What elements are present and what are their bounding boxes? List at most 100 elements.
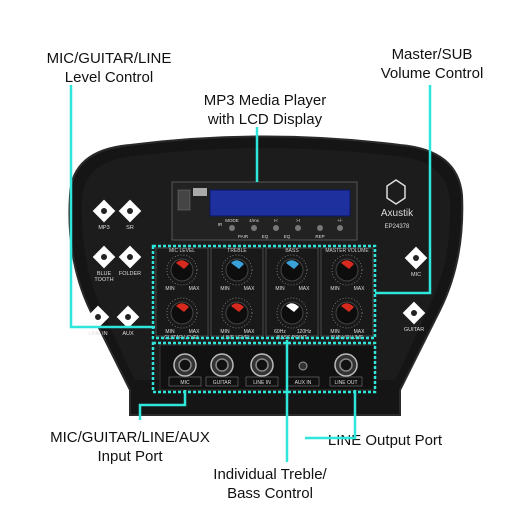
usb-port bbox=[193, 188, 207, 196]
knob-min-label: MIN bbox=[165, 329, 175, 335]
panel-button[interactable] bbox=[118, 245, 142, 269]
callout-eq-control-line1: Individual Treble/ bbox=[213, 466, 327, 483]
knob[interactable] bbox=[225, 301, 249, 325]
callout-level-control: MIC/GUITAR/LINE Level Control bbox=[24, 49, 194, 87]
jack-label-box bbox=[329, 376, 363, 387]
callout-output-port-line1: LINE Output Port bbox=[327, 432, 443, 449]
jack-hole bbox=[215, 358, 229, 372]
knob-group-top-label: MIC LEVEL bbox=[169, 248, 195, 254]
line-in-icon bbox=[95, 314, 101, 320]
knob[interactable] bbox=[280, 258, 304, 282]
knob-min-label: MIN bbox=[220, 329, 230, 335]
knob-scale bbox=[166, 254, 198, 286]
callout-volume-control-line2: Volume Control bbox=[380, 65, 484, 82]
aux-jack[interactable] bbox=[298, 361, 308, 371]
jack-area-outline bbox=[151, 341, 377, 394]
jack-label-box bbox=[245, 376, 279, 387]
panel-button-label: TOOTH bbox=[94, 277, 113, 283]
model-number: EP24378 bbox=[385, 224, 410, 230]
speaker-body bbox=[68, 135, 464, 416]
knob[interactable] bbox=[335, 301, 359, 325]
knob-group-label: GUITAR LEVEL bbox=[164, 335, 200, 341]
panel-button-label: FOLDER bbox=[119, 271, 141, 277]
knob[interactable] bbox=[280, 301, 304, 325]
knob[interactable] bbox=[225, 258, 249, 282]
jack-hole bbox=[255, 358, 269, 372]
jack[interactable] bbox=[210, 353, 234, 377]
knob-scale bbox=[276, 297, 308, 329]
knob-group-label: SUB VOLUME bbox=[331, 335, 364, 341]
panel-button-label: BLUE bbox=[97, 271, 112, 277]
jack-label: MIC bbox=[180, 380, 190, 386]
knob-scale bbox=[221, 254, 253, 286]
knob-group-top-label: MASTER VOLUME bbox=[325, 248, 369, 254]
knob-scale bbox=[221, 297, 253, 329]
knob-indicator bbox=[341, 303, 354, 312]
callout-lines bbox=[69, 85, 432, 462]
folder-icon bbox=[127, 254, 133, 260]
panel-button[interactable] bbox=[92, 199, 116, 223]
media-button-label: +/- bbox=[337, 218, 343, 223]
knob-min-label: MIN bbox=[330, 329, 340, 335]
panel-button[interactable] bbox=[404, 246, 428, 270]
knob-area-outline bbox=[151, 244, 377, 340]
jack-hole bbox=[339, 358, 353, 372]
media-button-label: MODE bbox=[225, 218, 239, 223]
knob[interactable] bbox=[170, 258, 194, 282]
media-button[interactable] bbox=[295, 225, 301, 231]
callout-eq-control: Individual Treble/ Bass Control bbox=[195, 465, 345, 503]
panel-button[interactable] bbox=[92, 245, 116, 269]
callout-level-control-line1: MIC/GUITAR/LINE bbox=[46, 50, 172, 67]
jack[interactable] bbox=[173, 353, 197, 377]
media-small-label: REP bbox=[315, 234, 324, 239]
callout-media-player-line2: with LCD Display bbox=[207, 111, 323, 128]
knob-group bbox=[210, 247, 264, 337]
knob[interactable] bbox=[335, 258, 359, 282]
jack-label: LINE OUT bbox=[334, 380, 357, 386]
panel-button[interactable] bbox=[118, 199, 142, 223]
callout-input-port-line1: MIC/GUITAR/LINE/AUX bbox=[50, 429, 210, 446]
panel-button[interactable] bbox=[402, 301, 426, 325]
mic-icon bbox=[413, 255, 419, 261]
knob-indicator bbox=[286, 303, 299, 312]
media-small-label: EQ bbox=[284, 234, 291, 239]
knob-scale bbox=[166, 297, 198, 329]
knob-min-label: MIN bbox=[330, 286, 340, 292]
knob-indicator bbox=[231, 303, 244, 312]
knob-indicator bbox=[286, 260, 299, 269]
jack-label-box bbox=[205, 376, 239, 387]
media-button[interactable] bbox=[273, 225, 279, 231]
knob-indicator bbox=[176, 303, 189, 312]
callout-volume-control: Master/SUB Volume Control bbox=[362, 45, 502, 83]
jack[interactable] bbox=[334, 353, 358, 377]
media-small-label: IR bbox=[218, 222, 223, 227]
music-note-icon bbox=[101, 208, 107, 214]
knob-min-label: MIN bbox=[165, 286, 175, 292]
knob-group-label: BASS POINT bbox=[277, 335, 307, 341]
panel-button-label: AUX bbox=[122, 331, 134, 337]
knob-min-label: MIN bbox=[220, 286, 230, 292]
panel-button[interactable] bbox=[116, 305, 140, 329]
callout-eq-control-line2: Bass Control bbox=[227, 485, 313, 502]
knob[interactable] bbox=[170, 301, 194, 325]
media-button[interactable] bbox=[317, 225, 323, 231]
media-button[interactable] bbox=[337, 225, 343, 231]
sd-card-icon bbox=[127, 208, 133, 214]
callout-output-port: LINE Output Port bbox=[310, 431, 460, 450]
jack-panel bbox=[159, 344, 376, 391]
panel-button-label: SR bbox=[126, 225, 134, 231]
media-button[interactable] bbox=[251, 225, 257, 231]
knob-group bbox=[320, 247, 374, 337]
media-small-label: PAIR bbox=[238, 234, 249, 239]
panel-button[interactable] bbox=[86, 305, 110, 329]
jack[interactable] bbox=[250, 353, 274, 377]
media-button[interactable] bbox=[229, 225, 235, 231]
brand-name: Axustik bbox=[381, 208, 414, 219]
jack-hole bbox=[178, 358, 192, 372]
callout-input-port: MIC/GUITAR/LINE/AUX Input Port bbox=[40, 428, 220, 466]
knob-max-label: 120Hz bbox=[297, 329, 312, 335]
callout-media-player: MP3 Media Player with LCD Display bbox=[180, 91, 350, 129]
